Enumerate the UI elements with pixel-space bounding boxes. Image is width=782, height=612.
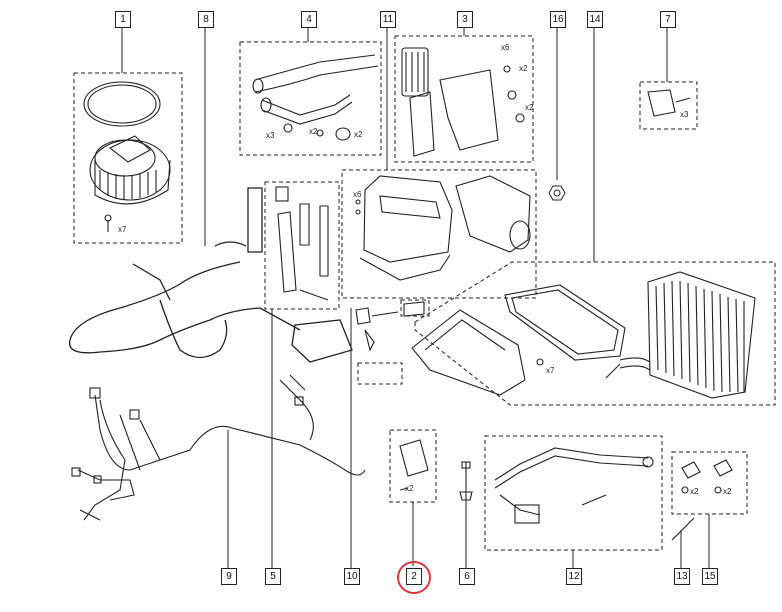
pipes-12-drawing [494, 447, 654, 524]
qty-p4-a: x3 [266, 131, 275, 140]
heater-box-drawing [355, 175, 531, 281]
qty-p1-screws: x7 [118, 225, 127, 234]
box-clips-15 [671, 451, 748, 515]
qty-p15-a: x2 [690, 487, 699, 496]
callout-9: 9 [221, 568, 237, 585]
nut-drawing [548, 185, 566, 201]
radiator-drawing [411, 271, 756, 399]
callout-10: 10 [344, 568, 360, 585]
callout-5: 5 [265, 568, 281, 585]
harness-9-drawing [71, 374, 366, 521]
screw-6-drawing [459, 461, 473, 501]
callout-15: 15 [702, 568, 718, 585]
qty-p2: x2 [405, 484, 414, 493]
callout-6: 6 [459, 568, 475, 585]
connector-10-drawing [355, 301, 425, 352]
cable-8-drawing [68, 187, 353, 363]
qty-p14: x7 [546, 366, 555, 375]
callout-7: 7 [660, 11, 676, 28]
box-blower-1 [73, 72, 183, 244]
callout-16: 16 [550, 11, 566, 28]
qty-p11: x6 [353, 190, 362, 199]
leader-lines [121, 26, 710, 568]
callout-4: 4 [301, 11, 317, 28]
clips-15-drawing [681, 459, 733, 494]
part-7-drawing [647, 89, 691, 117]
blower-drawing [83, 81, 171, 232]
rod-13-drawing [671, 517, 695, 541]
box-seals-5 [264, 181, 340, 310]
qty-p7: x3 [680, 110, 689, 119]
box-parts-3 [394, 35, 534, 163]
callout-12: 12 [566, 568, 582, 585]
box-small-connector [400, 299, 430, 317]
seals-drawing [275, 186, 329, 301]
box-sensor [357, 362, 403, 385]
box-heater-11 [341, 169, 537, 299]
callout-11: 11 [380, 11, 396, 28]
qty-p3-c: x2 [525, 103, 534, 112]
highlight-circle [397, 561, 431, 594]
qty-p3-b: x2 [519, 64, 528, 73]
qty-p4-b: x2 [309, 127, 318, 136]
part-2-drawing [399, 439, 429, 491]
housing-3-drawing [401, 47, 525, 157]
pipes-drawing [252, 54, 379, 141]
box-radiator-14 [414, 261, 776, 406]
callout-3: 3 [457, 11, 473, 28]
callout-8: 8 [198, 11, 214, 28]
qty-p3-a: x6 [501, 43, 510, 52]
group-boxes [73, 35, 776, 551]
qty-p4-c: x2 [354, 130, 363, 139]
box-pipes-12 [484, 435, 663, 551]
callout-14: 14 [587, 11, 603, 28]
box-pipes-4 [239, 41, 382, 156]
qty-p15-b: x2 [723, 487, 732, 496]
callout-13: 13 [674, 568, 690, 585]
box-part-7 [639, 81, 698, 130]
callout-1: 1 [115, 11, 131, 28]
